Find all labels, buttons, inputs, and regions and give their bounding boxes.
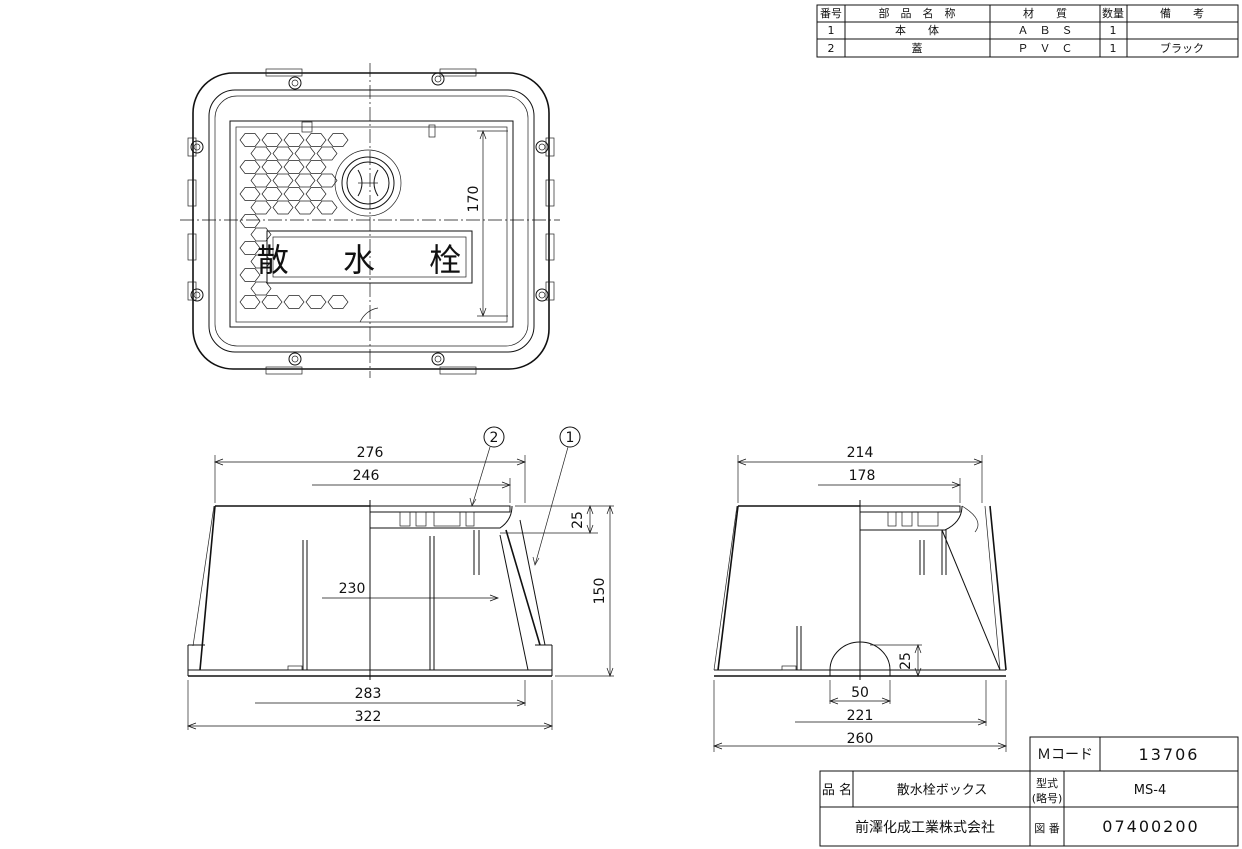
company-name: 前澤化成工業株式会社 [855,819,995,836]
hex-cell [261,133,283,147]
hex-cell [283,295,305,309]
hex-cell [305,133,327,147]
product-name: 散水栓ボックス [897,783,988,798]
hex-cell [316,146,338,161]
side-view: 214 178 25 50 221 260 [713,445,1007,752]
dim-plan-170: 170 [466,186,482,213]
dim-side-178: 178 [849,468,876,484]
hex-cell [327,295,349,309]
hex-cell [272,173,294,188]
dim-side-214: 214 [847,445,874,461]
parts-table: 番号 部 品 名 称 材 質 数量 備 考 1 本 体 Ａ Ｂ Ｓ 1 2 蓋 … [816,4,1239,58]
hex-cell [239,133,261,147]
hex-cell [283,133,305,147]
dim-front-230: 230 [339,581,366,597]
table-cell: ブラック [1160,41,1204,55]
table-cell: 蓋 [912,42,923,55]
hex-cell [272,200,294,215]
callout-circle [483,426,505,448]
product-label: 品 名 [822,782,852,798]
hex-cell [272,146,294,161]
table-cell: 1 [1110,42,1117,55]
mcode-value: 13706 [1139,745,1200,764]
table-cell: 2 [828,42,835,55]
hex-cell [239,268,261,282]
mcode-label: Ｍコード [1037,747,1093,763]
table-header-material: 材 質 [1023,6,1067,20]
hex-cell [250,173,272,188]
table-cell: 1 [828,24,835,37]
hex-cell [250,281,272,296]
hex-cell [250,200,272,215]
dim-side-221: 221 [847,708,874,724]
callout-circle [559,426,581,448]
callout-2: 2 [490,430,499,446]
dim-side-25: 25 [898,652,914,670]
hex-cell [239,160,261,174]
hex-cell [294,173,316,188]
hex-cell [305,295,327,309]
plan-view: 散 水 栓 170 [180,63,560,378]
screw-hole-icon [190,72,549,366]
table-header-no: 番号 [820,7,842,20]
model-value: MS-4 [1134,783,1166,798]
dim-front-25: 25 [570,511,586,529]
hex-cell [327,133,349,147]
lid-hex-pattern [239,133,349,309]
table-header-qty: 数量 [1102,7,1124,20]
dim-side-260: 260 [847,731,874,747]
hex-cell [316,173,338,188]
title-block: Ｍコード 13706 品 名 散水栓ボックス 型式 (略号) MS-4 前澤化成… [819,736,1239,847]
drawing-no-value: 07400200 [1102,817,1199,836]
hex-cell [305,160,327,174]
table-cell: Ｐ Ｖ Ｃ [1018,42,1073,55]
lid-center-mark-icon [334,149,402,217]
hex-cell [250,254,272,269]
hex-cell [250,146,272,161]
hex-cell [239,214,261,228]
callout-1: 1 [566,430,575,446]
model-label: 型式 [1036,776,1058,790]
table-cell: 1 [1110,24,1117,37]
hex-cell [261,187,283,201]
lid-label: 散 水 栓 [257,241,483,279]
hex-cell [239,295,261,309]
hex-cell [283,160,305,174]
hex-cell [283,187,305,201]
front-view: 276 246 230 283 322 25 150 2 1 [187,426,614,730]
dim-front-283: 283 [355,686,382,702]
hex-cell [305,187,327,201]
dim-front-322: 322 [355,709,382,725]
table-header-remarks: 備 考 [1160,7,1204,20]
hex-cell [294,146,316,161]
model-label-abbr: (略号) [1032,791,1063,805]
table-header-name: 部 品 名 称 [879,6,956,20]
table-cell: Ａ Ｂ Ｓ [1018,24,1073,37]
hex-cell [294,200,316,215]
drawing-no-label: 図 番 [1034,822,1060,835]
dim-front-150: 150 [592,578,608,605]
hex-cell [250,227,272,242]
dim-front-276: 276 [357,445,384,461]
dim-side-50: 50 [851,685,869,701]
hex-cell [239,187,261,201]
dim-front-246: 246 [353,468,380,484]
hex-cell [239,241,261,255]
hex-cell [316,200,338,215]
hex-cell [261,295,283,309]
table-cell: 本 体 [895,23,939,37]
hex-cell [261,160,283,174]
